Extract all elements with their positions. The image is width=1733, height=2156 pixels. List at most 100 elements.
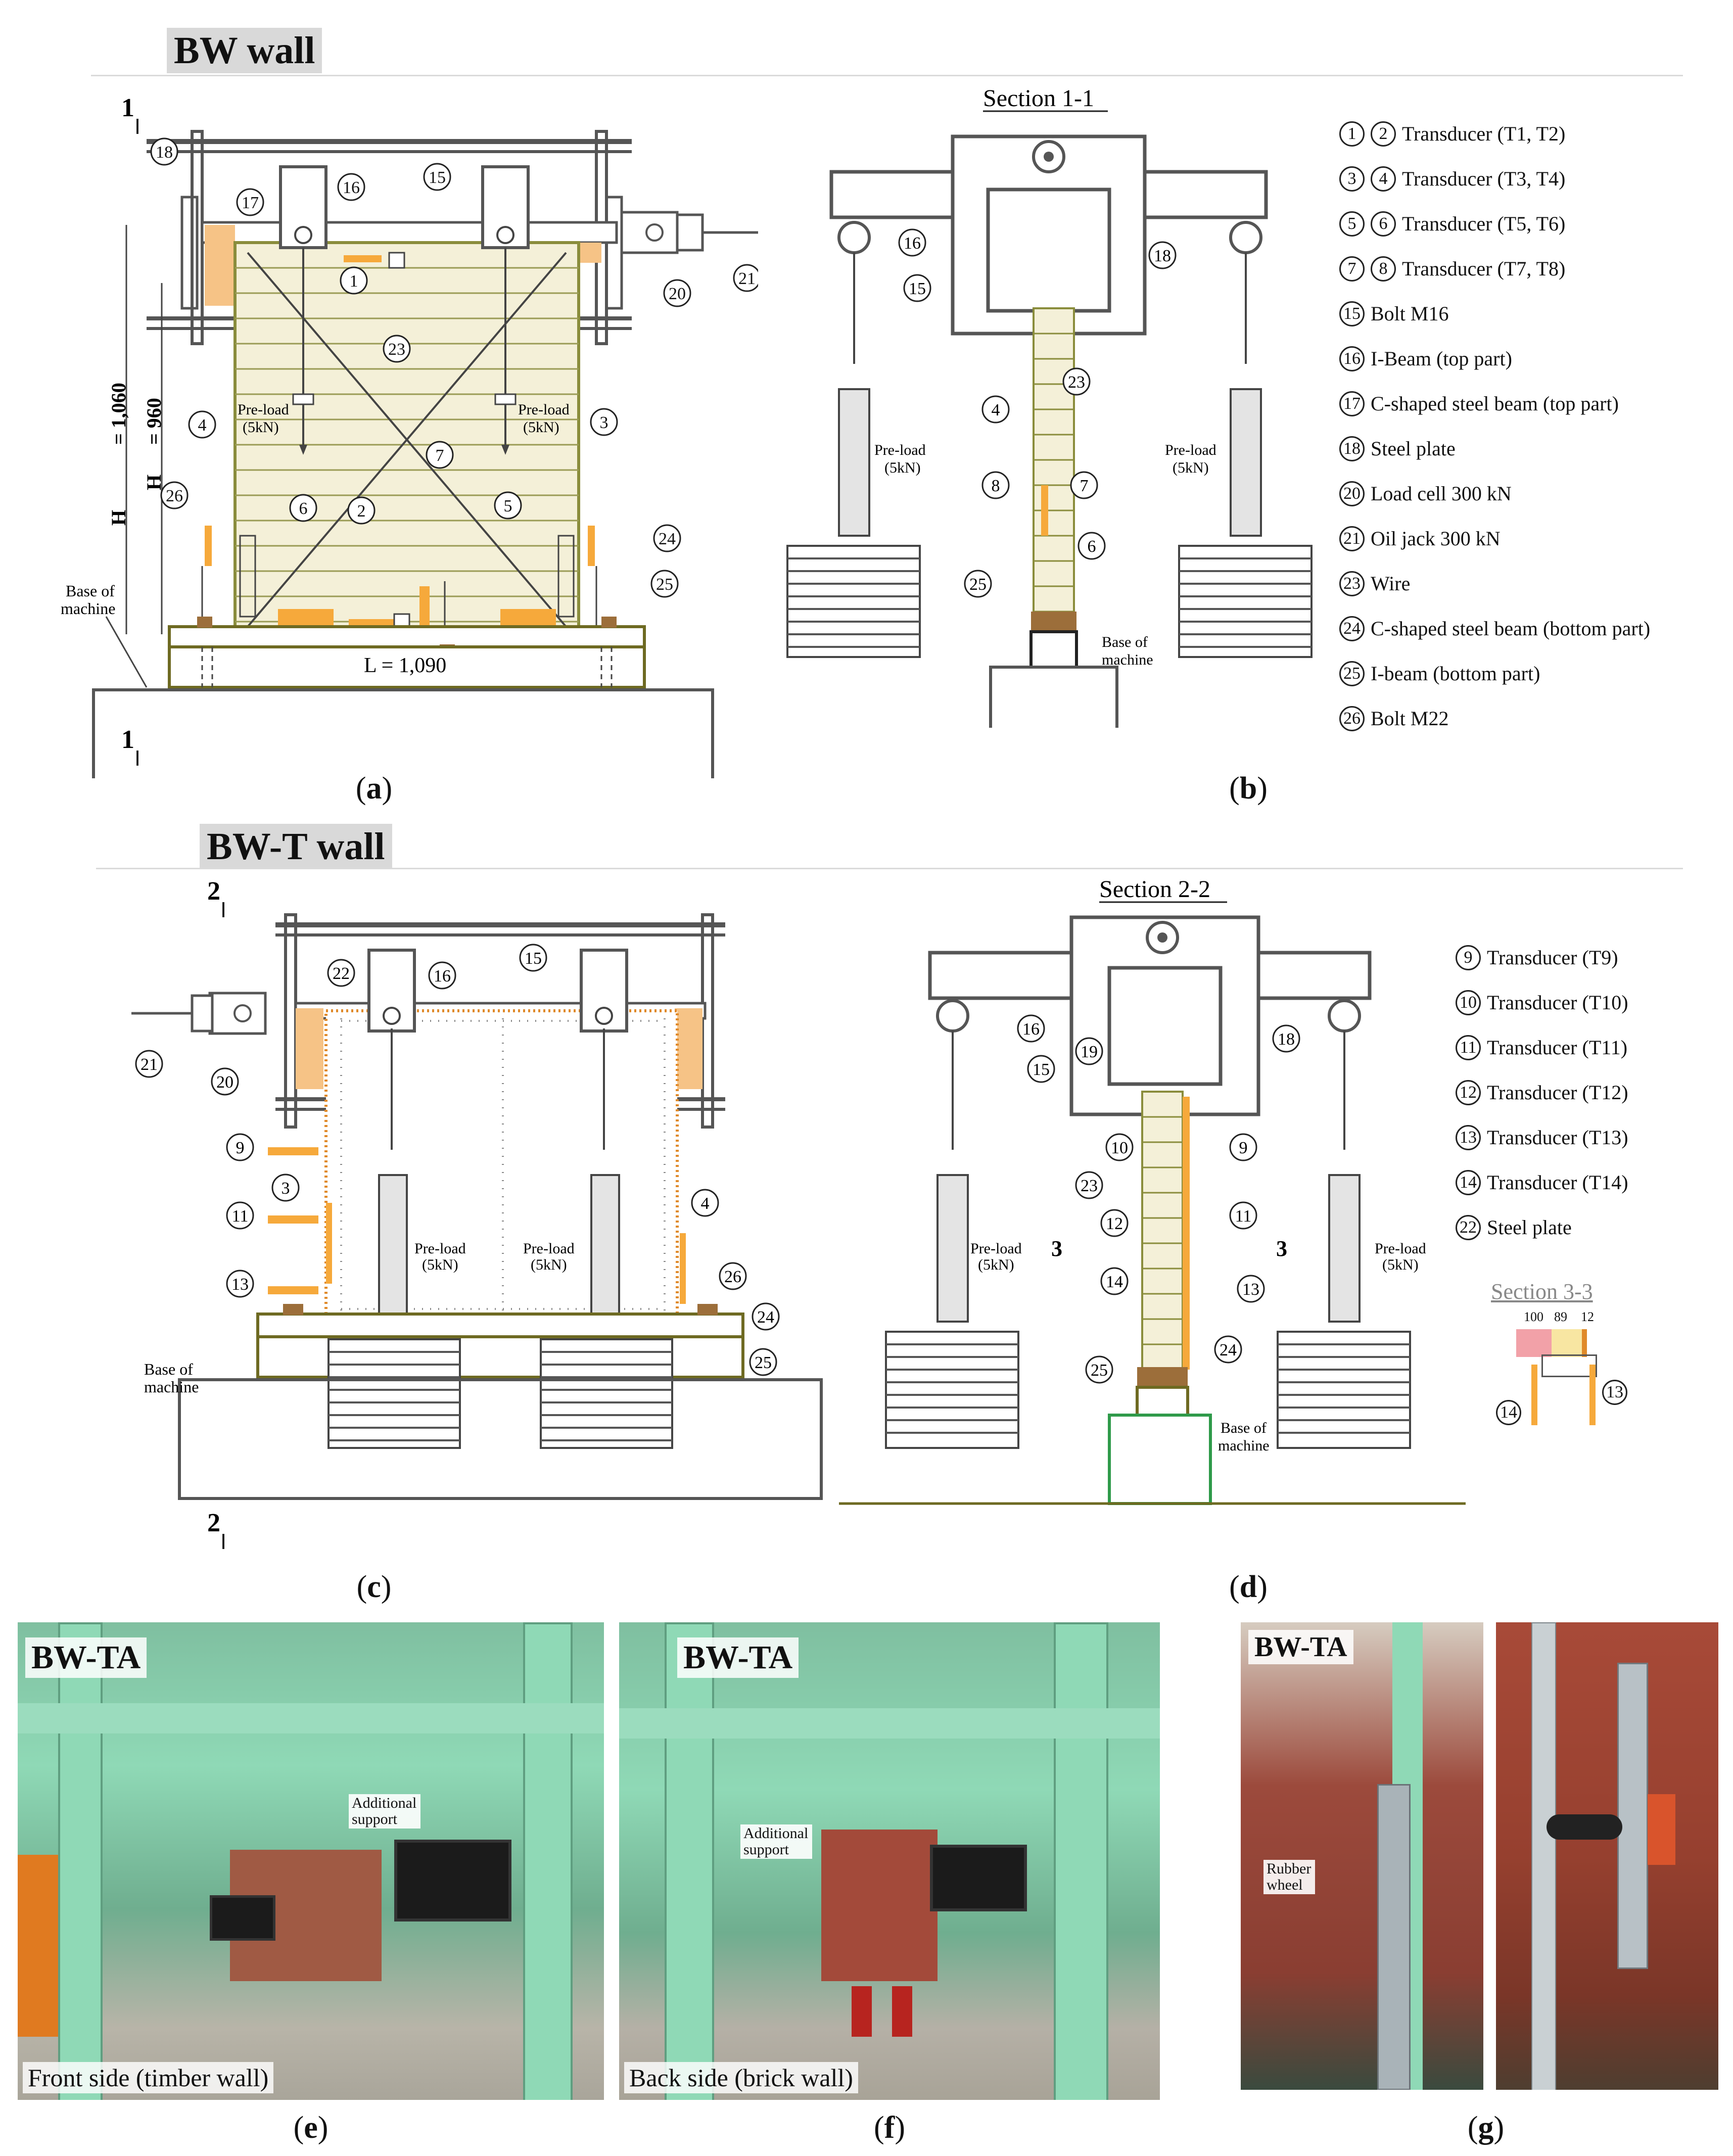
dim-hw: = 1,060 <box>107 383 130 445</box>
cut-mark-top: 1 <box>121 93 134 122</box>
legend-number-circle: 9 <box>1456 945 1481 970</box>
svg-text:9: 9 <box>1239 1139 1248 1157</box>
legend-label: Transducer (T12) <box>1487 1081 1628 1104</box>
legend-label: Steel plate <box>1487 1216 1572 1239</box>
section22-preload-right-val: (5kN) <box>1382 1256 1419 1273</box>
preload-value-right: (5kN) <box>523 419 559 436</box>
svg-text:6: 6 <box>299 499 308 518</box>
svg-text:16: 16 <box>343 178 360 197</box>
svg-text:24: 24 <box>757 1308 774 1327</box>
svg-text:4: 4 <box>198 416 207 435</box>
svg-text:11: 11 <box>232 1207 249 1226</box>
photo-f-foot: Back side (brick wall) <box>624 2062 858 2093</box>
svg-text:16: 16 <box>904 234 921 253</box>
svg-text:14: 14 <box>1106 1273 1123 1291</box>
svg-text:21: 21 <box>140 1055 158 1074</box>
svg-text:4: 4 <box>701 1194 710 1213</box>
legend-label: Transducer (T14) <box>1487 1171 1628 1194</box>
legend-number-circle: 7 <box>1339 256 1365 282</box>
caption-d: (d) <box>1229 1570 1268 1604</box>
svg-text:21: 21 <box>738 269 756 288</box>
caption-f: (f) <box>874 2111 905 2145</box>
caption-b: (b) <box>1229 771 1268 806</box>
heading-divider-2 <box>96 868 1683 869</box>
legend-number-circle: 14 <box>1456 1169 1481 1195</box>
cut-mark-3-left: 3 <box>1051 1236 1062 1261</box>
section11-base-line1: Base of <box>1102 634 1148 650</box>
section22-preload-right: Pre-load <box>1375 1240 1426 1257</box>
bwt-front-elevation: 2 2 Pre-load (5kN) Pre-load (5kN) <box>131 877 823 1549</box>
dim-hw-symbol: H <box>107 510 130 526</box>
legend-label: Bolt M22 <box>1371 707 1449 730</box>
svg-text:25: 25 <box>969 575 987 594</box>
section-2-2-title: Section 2-2 <box>1099 876 1210 903</box>
section_bwt-legend-item: 12 Transducer (T12) <box>1456 1070 1628 1115</box>
heading-divider <box>91 75 1683 76</box>
legend-number-circle: 17 <box>1339 391 1365 416</box>
legend-number-circle: 21 <box>1339 526 1365 551</box>
section11-base-line2: machine <box>1102 651 1153 668</box>
svg-text:26: 26 <box>724 1268 741 1286</box>
legend-number-circle: 3 <box>1339 166 1365 192</box>
svg-text:8: 8 <box>992 477 1000 495</box>
legend-number-circle: 1 <box>1339 121 1365 147</box>
section22-preload-left-val: (5kN) <box>978 1256 1014 1273</box>
section-1-1-drawing: Section 1-1 Base of machine Pr <box>786 85 1313 728</box>
section-1-1-title: Section 1-1 <box>983 85 1094 112</box>
cut-mark-bottom: 1 <box>121 725 134 754</box>
svg-text:23: 23 <box>1068 373 1085 392</box>
section11-preload-left: Pre-load <box>874 442 926 458</box>
dim-l: L = 1,090 <box>364 654 446 677</box>
bwt-preload-left: Pre-load <box>414 1240 466 1257</box>
legend-number-circle: 20 <box>1339 481 1365 506</box>
bwt-base-line1: Base of <box>144 1360 193 1378</box>
legend-number-circle: 13 <box>1456 1124 1481 1150</box>
caption-e: (e) <box>293 2111 329 2145</box>
svg-text:13: 13 <box>1242 1280 1259 1299</box>
caption-a: (a) <box>355 771 393 806</box>
legend-number-circle: 12 <box>1456 1080 1481 1105</box>
photo-e-tag: BW-TA <box>25 1637 147 1678</box>
section-3-3-title: Section 3-3 <box>1491 1279 1593 1304</box>
svg-text:25: 25 <box>656 575 673 594</box>
legend-number-circle: 16 <box>1339 346 1365 371</box>
legend-label: Steel plate <box>1371 437 1456 460</box>
bw-wall-heading: BW wall <box>167 28 322 73</box>
bwt-preload-left-val: (5kN) <box>422 1256 458 1273</box>
svg-text:10: 10 <box>1111 1139 1128 1157</box>
svg-text:16: 16 <box>1022 1020 1040 1039</box>
legend-label: Transducer (T11) <box>1487 1036 1628 1059</box>
photo-f-note: Additional support <box>740 1824 812 1859</box>
section-2-2-drawing: Section 2-2 Base of machine Pre-load (5k… <box>839 876 1466 1505</box>
svg-text:9: 9 <box>236 1139 245 1157</box>
svg-text:11: 11 <box>1235 1207 1252 1226</box>
caption-g: (g) <box>1467 2111 1505 2145</box>
legend-number-circle: 6 <box>1371 211 1396 237</box>
bwt-wall-heading: BW-T wall <box>200 824 392 869</box>
svg-text:1: 1 <box>350 272 358 291</box>
svg-text:15: 15 <box>429 168 446 187</box>
legend-number-circle: 2 <box>1371 121 1396 147</box>
bwt-preload-right-val: (5kN) <box>531 1256 567 1273</box>
legend-label: Transducer (T1, T2) <box>1402 122 1566 145</box>
preload-label-left: Pre-load <box>238 401 289 418</box>
photo-f-tag: BW-TA <box>677 1637 799 1678</box>
legend-label: Transducer (T10) <box>1487 991 1628 1014</box>
svg-text:3: 3 <box>600 413 608 432</box>
legend-label: Bolt M16 <box>1371 302 1449 325</box>
svg-text:13: 13 <box>231 1275 249 1294</box>
legend-label: C-shaped steel beam (bottom part) <box>1371 617 1651 640</box>
svg-text:15: 15 <box>909 279 926 298</box>
svg-text:18: 18 <box>1278 1030 1295 1049</box>
callout-14: 14 <box>1496 1400 1521 1425</box>
